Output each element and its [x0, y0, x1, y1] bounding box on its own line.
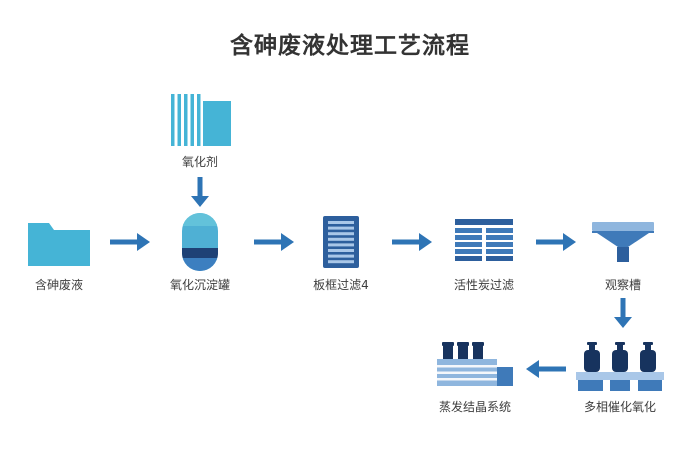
catalytic-icon-box	[576, 340, 664, 392]
arrow-plate-to-carbon-icon	[392, 233, 432, 255]
node-label: 多相催化氧化	[583, 400, 656, 414]
waste-folder-icon	[28, 223, 90, 266]
node-label: 含砷废液	[34, 278, 83, 292]
node-observation-tank: 观察槽	[583, 214, 663, 292]
arrow-tank-to-plate-filter-icon	[254, 233, 294, 255]
observation-tank-icon	[592, 222, 654, 262]
node-evaporation-system: 蒸发结晶系统	[425, 340, 525, 414]
arrow-observation-to-catalytic-icon	[614, 298, 632, 332]
node-waste-liquid: 含砷废液	[19, 214, 99, 292]
plate-filter-icon-box	[323, 214, 359, 270]
evaporation-icon-box	[437, 340, 513, 392]
carbon-filter-icon-box	[455, 214, 513, 270]
arrow-oxidant-to-tank-icon	[191, 177, 209, 211]
observation-icon-box	[592, 214, 654, 270]
node-catalytic-oxidation: 多相催化氧化	[570, 340, 670, 414]
evaporation-crystallizer-icon	[437, 342, 513, 386]
node-label: 板框过滤4	[313, 278, 369, 292]
oxidant-folder-icon	[171, 94, 231, 146]
oxidation-tank-icon	[182, 213, 218, 271]
arrow-catalytic-to-evaporation-icon	[526, 360, 566, 382]
node-label: 观察槽	[604, 278, 641, 292]
diagram-title: 含砷废液处理工艺流程	[230, 33, 470, 59]
node-plate-filter: 板框过滤4	[301, 214, 381, 292]
arrow-waste-to-tank-icon	[110, 233, 150, 255]
node-oxidant: 氧化剂	[160, 93, 240, 169]
oxidant-icon-box	[169, 93, 231, 147]
tank-icon-box	[181, 213, 219, 271]
node-label: 活性炭过滤	[453, 278, 514, 292]
node-label: 氧化剂	[181, 155, 218, 169]
arrow-carbon-to-observation-icon	[536, 233, 576, 255]
catalytic-oxidation-icon	[576, 342, 664, 391]
plate-filter-icon	[323, 216, 359, 268]
waste-icon-box	[28, 214, 90, 270]
node-carbon-filter: 活性炭过滤	[444, 214, 524, 292]
node-label: 氧化沉淀罐	[169, 278, 230, 292]
carbon-filter-icon	[455, 219, 513, 261]
node-oxidation-tank: 氧化沉淀罐	[160, 213, 240, 292]
node-label: 蒸发结晶系统	[438, 400, 511, 414]
